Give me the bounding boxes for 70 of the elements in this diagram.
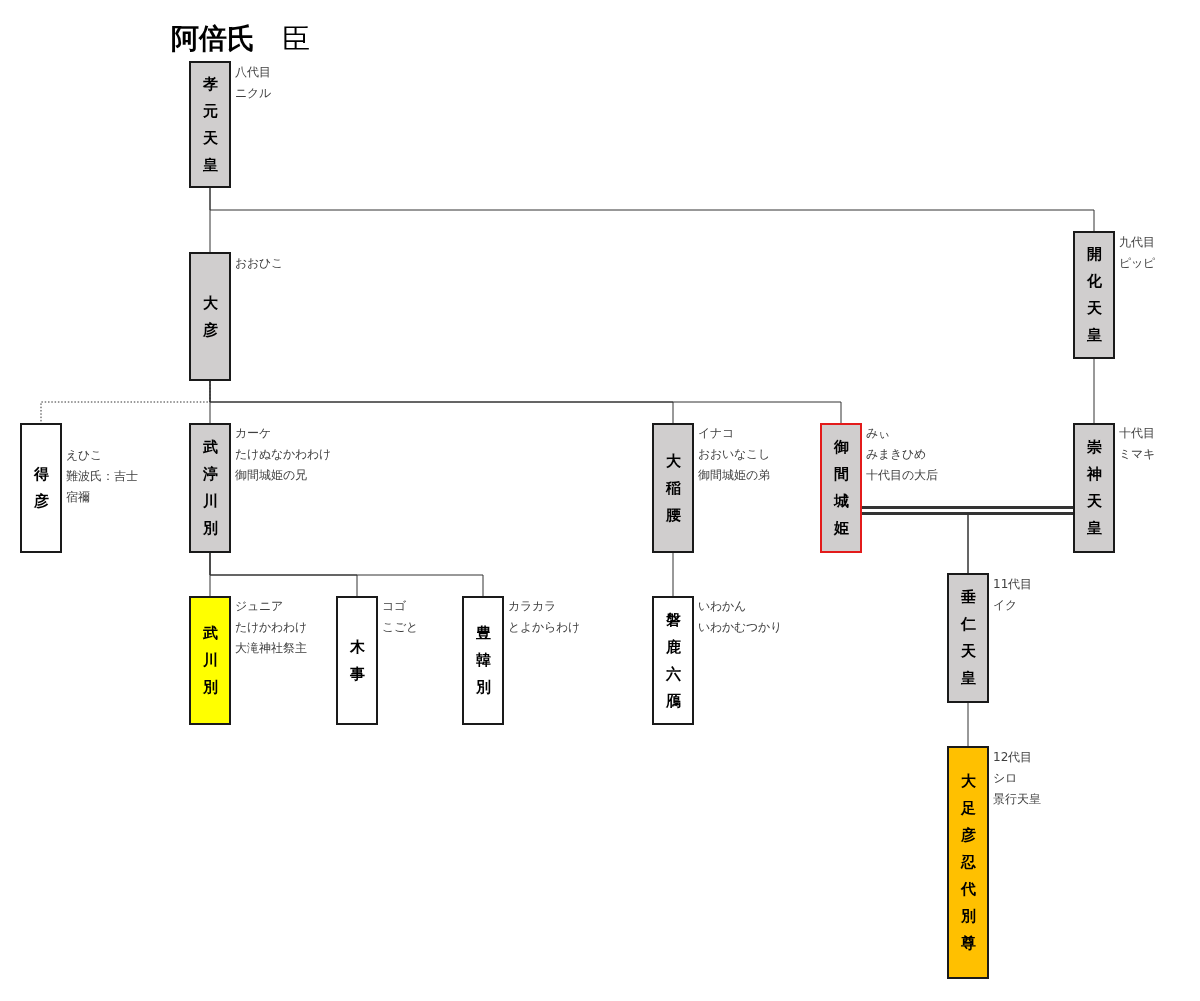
annotation-text: たけぬなかわわけ xyxy=(235,446,331,463)
family-line xyxy=(1093,358,1095,424)
name-card xyxy=(189,596,231,725)
family-line xyxy=(967,702,969,747)
name-card xyxy=(820,423,862,553)
annotation-text: 大滝神社祭主 xyxy=(235,640,307,657)
annotation-text: 難波氏：吉士 xyxy=(66,468,138,485)
annotation-text: ピッピ xyxy=(1119,255,1155,272)
name-text: 武川別 xyxy=(202,623,218,698)
name-text: 大稲腰 xyxy=(665,450,681,526)
annotation-text: 御間城姫の兄 xyxy=(235,467,307,484)
name-card xyxy=(1073,423,1115,553)
annotation-text: 12代目 xyxy=(993,749,1033,766)
name-card xyxy=(189,423,231,553)
family-line xyxy=(209,380,842,424)
name-text: 開化天皇 xyxy=(1086,244,1102,346)
annotation-text: みぃ xyxy=(866,425,890,442)
annotation-text: とよからわけ xyxy=(508,619,580,636)
annotation-text: 十代目の大后 xyxy=(866,467,938,484)
annotation-text: 八代目 xyxy=(235,64,271,81)
annotation-text: いわかん xyxy=(698,598,746,615)
family-line xyxy=(209,187,1095,232)
name-text: 孝元天皇 xyxy=(202,73,218,176)
annotation-text: えひこ xyxy=(66,447,102,464)
annotation-text: 十代目 xyxy=(1119,425,1155,442)
name-text: 大彦 xyxy=(202,292,218,341)
annotation-text: 景行天皇 xyxy=(993,791,1041,808)
annotation-text: おおいなこし xyxy=(698,446,770,463)
annotation-text: おおひこ xyxy=(235,255,283,272)
name-text: 木事 xyxy=(349,636,365,685)
annotation-text: ミマキ xyxy=(1119,446,1155,463)
name-card xyxy=(20,423,62,553)
name-card xyxy=(462,596,504,725)
name-text: 得彦 xyxy=(33,464,49,512)
name-card xyxy=(189,252,231,381)
name-card xyxy=(189,61,231,188)
name-text: 磐鹿六鴈 xyxy=(665,609,681,712)
annotation-text: カーケ xyxy=(235,425,271,442)
annotation-text: イナコ xyxy=(698,425,734,442)
name-text: 豊韓別 xyxy=(475,623,491,698)
annotation-text: みまきひめ xyxy=(866,446,926,463)
name-card xyxy=(652,423,694,553)
rank-text: 臣 xyxy=(282,22,310,56)
family-line xyxy=(209,552,484,597)
annotation-text: ジュニア xyxy=(235,598,283,615)
annotation-text: イク xyxy=(993,597,1017,614)
name-card xyxy=(947,573,989,703)
annotation-text: 11代目 xyxy=(993,576,1033,593)
family-line xyxy=(672,552,674,597)
family-line xyxy=(967,513,1074,574)
annotation-text: 宿禰 xyxy=(66,489,90,506)
name-text: 垂仁天皇 xyxy=(960,587,976,689)
annotation-text: 九代目 xyxy=(1119,234,1155,251)
annotation-text: カラカラ xyxy=(508,598,556,615)
name-text: 大足彦忍代別尊 xyxy=(960,771,976,954)
name-card xyxy=(947,746,989,979)
clan-title: 阿倍氏 xyxy=(171,22,255,56)
name-text: 武渟川別 xyxy=(202,437,218,539)
name-text: 崇神天皇 xyxy=(1086,437,1102,539)
annotation-text: コゴ xyxy=(382,598,406,615)
annotation-text: シロ xyxy=(993,770,1017,787)
name-card xyxy=(652,596,694,725)
annotation-text: 御間城姫の弟 xyxy=(698,467,770,484)
annotation-text: こごと xyxy=(382,619,418,636)
annotation-text: ニクル xyxy=(235,85,271,102)
name-card xyxy=(336,596,378,725)
annotation-text: いわかむつかり xyxy=(698,619,782,636)
name-text: 御間城姫 xyxy=(833,437,849,539)
name-card xyxy=(1073,231,1115,359)
annotation-text: たけかわわけ xyxy=(235,619,307,636)
